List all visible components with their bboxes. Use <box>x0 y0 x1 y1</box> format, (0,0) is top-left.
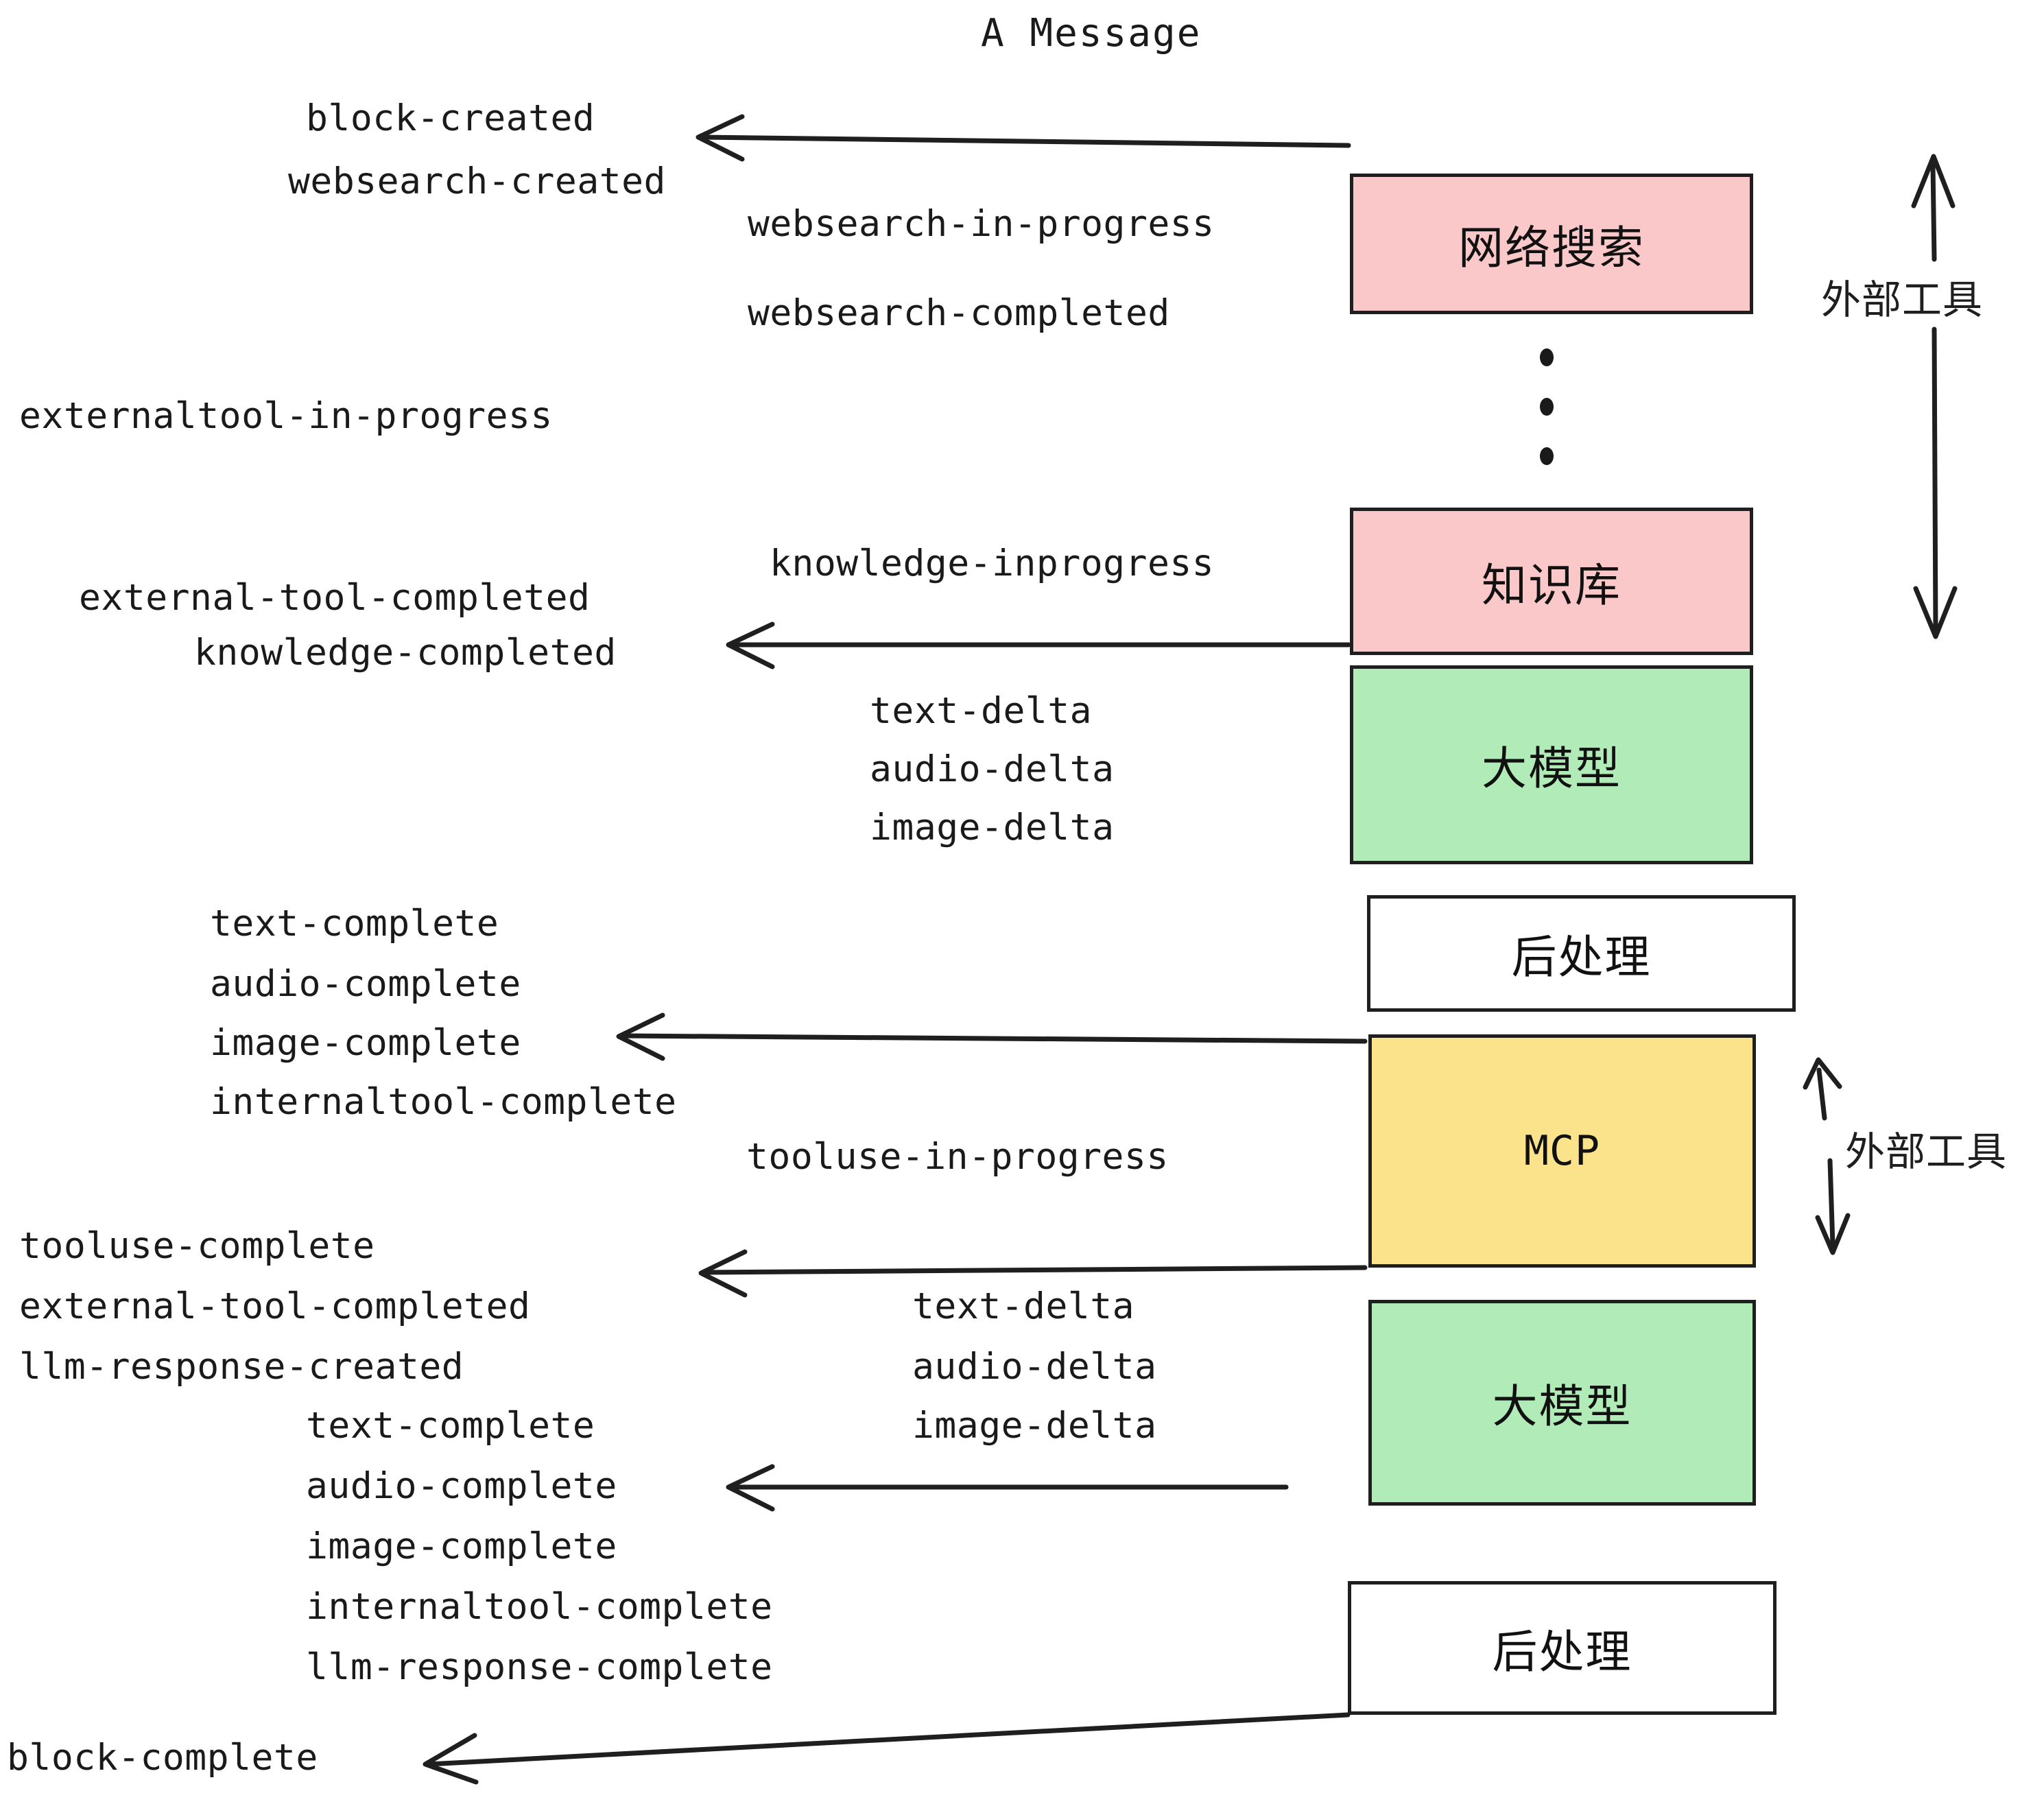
bracket-external-tools-bottom <box>1803 1057 1851 1255</box>
box-knowledge-label: 知识库 <box>1482 558 1621 612</box>
event-label-text-complete-1: text-complete <box>210 903 499 945</box>
event-label-websearch-completed: websearch-completed <box>748 292 1170 334</box>
event-label-image-complete-1: image-complete <box>210 1022 521 1064</box>
event-label-image-delta-2: image-delta <box>912 1405 1157 1447</box>
event-label-image-delta-1: image-delta <box>870 807 1115 848</box>
box-llm-first[interactable]: 大模型 <box>1350 665 1753 864</box>
event-label-knowledge-inprogress: knowledge-inprogress <box>770 543 1215 584</box>
event-label-knowledge-completed: knowledge-completed <box>194 632 617 674</box>
ellipsis-dot-icon <box>1540 398 1554 416</box>
arrow-llm-to-audio-complete <box>726 1464 1289 1512</box>
event-label-block-complete: block-complete <box>7 1737 318 1779</box>
event-label-external-tool-completed-2: external-tool-completed <box>19 1285 531 1327</box>
box-llm-second[interactable]: 大模型 <box>1368 1300 1756 1506</box>
box-postprocess-second-label: 后处理 <box>1492 1625 1632 1678</box>
side-label-external-tools-top: 外部工具 <box>1821 276 1984 323</box>
event-label-text-delta-1: text-delta <box>870 690 1093 732</box>
arrow-postprocess-to-block-complete <box>423 1712 1351 1785</box>
side-label-external-tools-bottom: 外部工具 <box>1845 1128 2008 1175</box>
box-mcp[interactable]: MCP <box>1368 1034 1756 1268</box>
box-postprocess-second[interactable]: 后处理 <box>1348 1581 1776 1715</box>
box-llm-second-label: 大模型 <box>1492 1380 1632 1433</box>
box-knowledge[interactable]: 知识库 <box>1350 508 1753 655</box>
box-websearch-label: 网络搜索 <box>1458 221 1645 274</box>
box-postprocess-first[interactable]: 后处理 <box>1367 895 1796 1012</box>
ellipsis-dot-icon <box>1540 447 1554 465</box>
event-label-llm-response-complete: llm-response-complete <box>306 1646 773 1688</box>
event-label-websearch-created: websearch-created <box>288 161 666 202</box>
event-label-text-complete-2: text-complete <box>306 1405 595 1447</box>
arrow-postprocess-to-image-complete <box>616 1012 1368 1061</box>
arrow-knowledge-to-completed <box>726 621 1351 669</box>
ellipsis-dot-icon <box>1540 348 1554 366</box>
event-label-externaltool-in-progress: externaltool-in-progress <box>19 395 553 437</box>
bracket-external-tools-top <box>1911 154 1958 639</box>
box-llm-first-label: 大模型 <box>1482 742 1621 795</box>
box-postprocess-first-label: 后处理 <box>1511 931 1652 984</box>
event-label-internaltool-complete-1: internaltool-complete <box>210 1081 677 1123</box>
arrow-websearch-to-created <box>696 114 1351 162</box>
box-mcp-label: MCP <box>1523 1127 1601 1175</box>
event-label-audio-delta-1: audio-delta <box>870 748 1115 790</box>
event-label-text-delta-2: text-delta <box>912 1285 1135 1327</box>
event-label-audio-complete-1: audio-complete <box>210 963 521 1005</box>
page-title: A Message <box>981 11 1202 56</box>
event-label-internaltool-complete-2: internaltool-complete <box>306 1586 773 1628</box>
event-label-image-complete-2: image-complete <box>306 1526 617 1567</box>
event-label-audio-delta-2: audio-delta <box>912 1346 1157 1388</box>
box-websearch[interactable]: 网络搜索 <box>1350 174 1753 314</box>
event-label-llm-response-created: llm-response-created <box>19 1346 464 1388</box>
event-label-external-tool-completed-1: external-tool-completed <box>79 577 591 619</box>
event-label-audio-complete-2: audio-complete <box>306 1465 617 1507</box>
event-label-block-created: block-created <box>306 97 595 139</box>
event-label-websearch-in-progress: websearch-in-progress <box>748 203 1215 245</box>
event-label-tooluse-in-progress: tooluse-in-progress <box>746 1136 1169 1178</box>
event-label-tooluse-complete: tooluse-complete <box>19 1225 375 1267</box>
